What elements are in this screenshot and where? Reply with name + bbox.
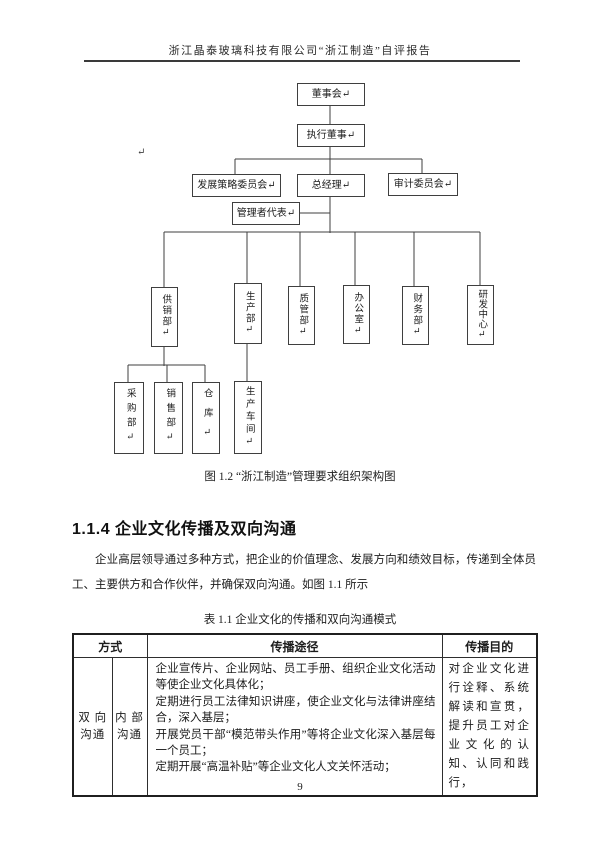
page-number: 9: [297, 781, 303, 793]
channel-item: 企业宣传片、企业网站、员工手册、组织企业文化活动等使企业文化具体化；: [155, 663, 436, 692]
org-node-audit-committee: 审计委员会↵: [388, 173, 458, 196]
channel-item: 定期开展“高温补贴”等企业文化人文关怀活动；: [155, 761, 396, 774]
cell-submode: 内 部 沟通: [111, 657, 148, 797]
communication-table: 方式 传播途径 传播目的 双 向 沟通 内 部 沟通 企业宣传片、企业网站、员工…: [72, 633, 539, 797]
cell-purpose: 对企业文化进行诠释、系统解读和宣贯，提升员工对企业文化的认知、认同和践行，: [441, 657, 538, 797]
org-node-warehouse: 仓库↵: [192, 382, 220, 454]
org-node-dev-strategy-committee: 发展策略委员会↵: [192, 174, 281, 197]
org-node-supply-sales-dept: 供销部↵: [151, 287, 178, 347]
org-node-purchasing-dept: 采购部↵: [114, 382, 144, 454]
body-paragraph: 企业高层领导通过多种方式，把企业的价值理念、发展方向和绩效目标，传递到全体员工、…: [72, 554, 536, 591]
table-caption: 表 1.1 企业文化的传播和双向沟通模式: [203, 614, 397, 626]
org-node-office: 办公室↵: [343, 285, 370, 344]
org-node-finance-dept: 财务部↵: [402, 286, 429, 345]
table-row: 双 向 沟通 内 部 沟通 企业宣传片、企业网站、员工手册、组织企业文化活动等使…: [72, 657, 538, 797]
org-node-workshop: 生产车间↵: [234, 381, 262, 454]
org-node-quality-dept: 质管部↵: [288, 286, 315, 345]
org-node-sales-dept: 销售部↵: [154, 382, 183, 454]
cell-mode: 双 向 沟通: [72, 657, 113, 797]
channel-item: 定期进行员工法律知识讲座，使企业文化与法律讲座结合，深入基层；: [155, 695, 436, 725]
figure-caption: 图 1.2 “浙江制造”管理要求组织架构图: [204, 471, 396, 483]
header-rule: [84, 60, 520, 62]
org-node-rd-center: 研发中心↵: [467, 285, 494, 345]
table-header-method: 方式: [72, 633, 148, 658]
cell-channels: 企业宣传片、企业网站、员工手册、组织企业文化活动等使企业文化具体化； 定期进行员…: [146, 657, 443, 797]
paragraph-return-mark: ↵: [137, 147, 146, 158]
section-heading: 1.1.4 企业文化传播及双向沟通: [72, 521, 297, 538]
org-node-production-dept: 生产部↵: [234, 283, 262, 344]
org-node-executive-director: 执行董事↵: [297, 124, 365, 147]
table-header-row: 方式 传播途径 传播目的: [72, 633, 538, 658]
org-node-board: 董事会↵: [297, 83, 365, 106]
table-header-channel: 传播途径: [146, 633, 443, 658]
channel-item: 开展党员干部“模范带头作用”等将企业文化深入基层每一个员工；: [155, 728, 436, 758]
org-node-general-manager: 总经理↵: [297, 174, 365, 197]
org-node-management-rep: 管理者代表↵: [232, 202, 300, 225]
table-header-purpose: 传播目的: [441, 633, 538, 658]
page-header-title: 浙江晶泰玻璃科技有限公司“浙江制造”自评报告: [168, 45, 432, 57]
